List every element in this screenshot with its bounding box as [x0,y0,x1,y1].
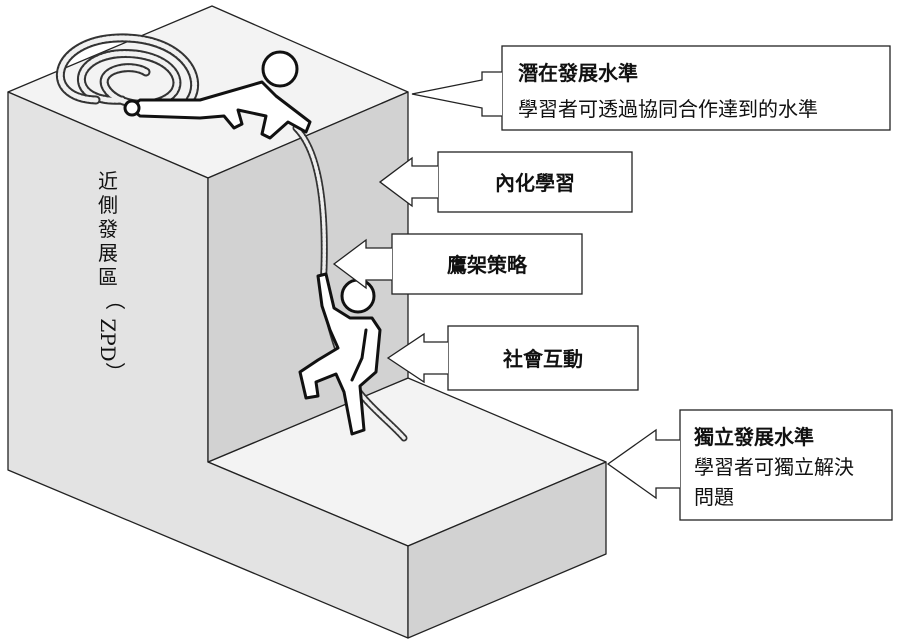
cliff-block [7,5,607,639]
lower-block-side [407,461,607,639]
zpd-char: 近 [98,169,118,193]
callout-internalize: 內化學習 [378,151,633,213]
zpd-char: 展 [98,241,118,265]
potential-level-title: 潛在發展水準 [518,61,638,85]
callout-scaffolding: 鷹架策略 [332,233,583,295]
climber-head [340,278,376,314]
internalize-label: 內化學習 [495,171,575,195]
climber-arm [350,328,368,382]
social-label: 社會互動 [502,347,583,371]
potential-level-body: 學習者可透過協同合作達到的水準 [518,97,818,121]
zpd-char: ） [103,362,127,382]
callout-independent-level: 獨立發展水準 學習者可獨立解決 問題 [606,409,893,521]
scaffolding-label: 鷹架策略 [447,253,528,277]
helper-figure [123,50,312,140]
helper-head [261,50,299,88]
independent-level-title: 獨立發展水準 [693,425,814,449]
zpd-abbrev: ZPD [96,318,120,361]
independent-level-body-1: 學習者可獨立解決 [694,455,854,479]
callout-social: 社會互動 [386,325,639,391]
climber-figure [298,272,382,436]
zpd-char: 發 [98,217,118,241]
zpd-char: 側 [98,193,118,217]
independent-level-body-2: 問題 [694,485,734,509]
helper-hand [123,99,141,117]
climber-body [298,272,382,436]
zpd-char: 區 [98,265,118,289]
zpd-vertical-label: 近 側 發 展 區 （ ZPD ） [96,169,127,382]
zpd-char: （ [103,290,127,310]
callout-potential-level: 潛在發展水準 學習者可透過協同合作達到的水準 [411,45,891,131]
